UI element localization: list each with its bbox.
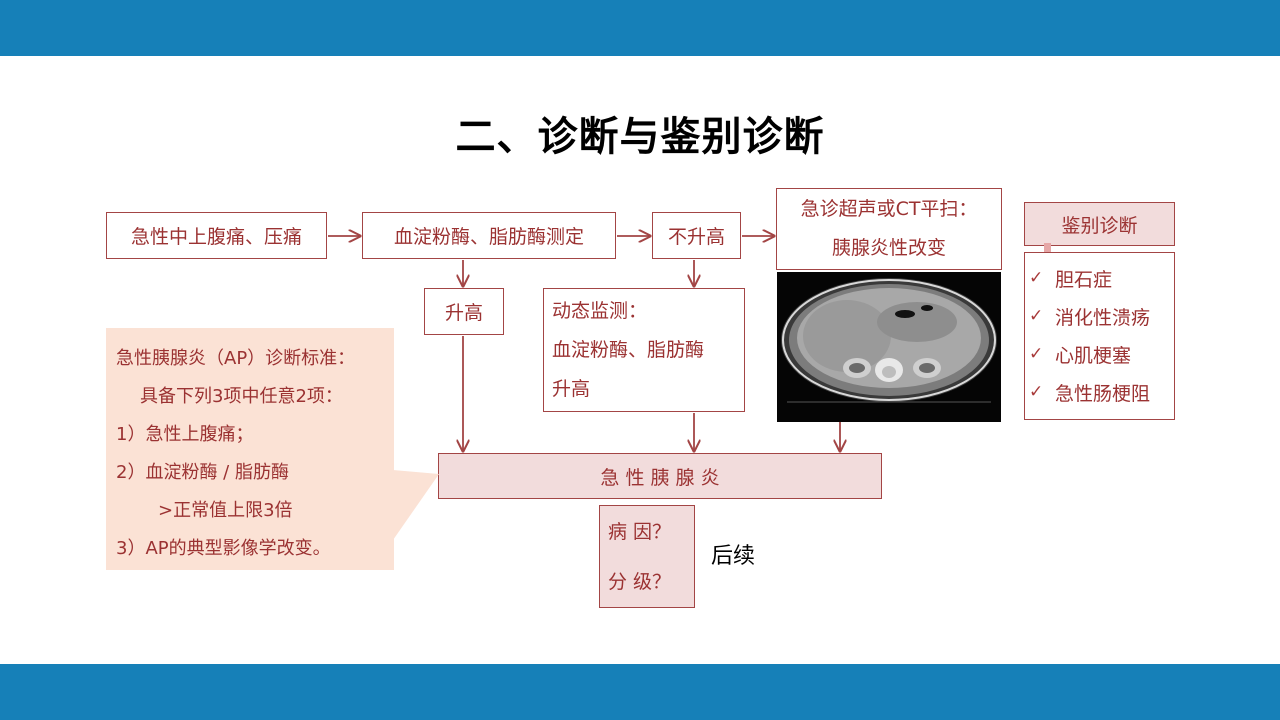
ct-scan-drawing xyxy=(777,272,1001,422)
criteria-item2a: 2）血淀粉酶 / 脂肪酶 xyxy=(116,462,289,483)
followup-label: 后续 xyxy=(711,544,756,569)
slide-title: 二、诊断与鉴别诊断 xyxy=(455,114,825,160)
list-item: ✓ 急性肠梗阻 xyxy=(1029,373,1174,411)
criteria-item3: 3）AP的典型影像学改变。 xyxy=(116,538,331,559)
elevated-label: 升高 xyxy=(444,302,483,324)
check-icon: ✓ xyxy=(1029,382,1044,402)
differential-item-label: 心肌梗塞 xyxy=(1055,344,1132,367)
list-item: ✓ 心肌梗塞 xyxy=(1029,335,1174,373)
callout-tail xyxy=(393,470,439,540)
imaging-line1: 急诊超声或CT平扫： xyxy=(800,198,978,220)
differential-item-label: 胆石症 xyxy=(1055,268,1113,291)
symptom-label: 急性中上腹痛、压痛 xyxy=(130,226,302,248)
enzyme-test-label: 血淀粉酶、脂肪酶测定 xyxy=(393,226,584,248)
check-icon: ✓ xyxy=(1029,344,1044,364)
cause-grade-box: 病 因？ 分 级？ xyxy=(599,505,695,608)
differential-list: ✓ 胆石症 ✓ 消化性溃疡 ✓ 心肌梗塞 ✓ 急性肠梗阻 xyxy=(1024,252,1175,420)
cause-label: 病 因？ xyxy=(608,520,672,543)
criteria-subheading: 具备下列3项中任意2项： xyxy=(140,386,343,407)
monitor-line2: 血淀粉酶、脂肪酶 xyxy=(552,338,705,361)
monitor-line3: 升高 xyxy=(552,377,591,400)
check-icon: ✓ xyxy=(1029,306,1044,326)
diagnosis-label: 急 性 胰 腺 炎 xyxy=(600,466,720,489)
top-banner xyxy=(0,0,1280,56)
bottom-banner xyxy=(0,664,1280,720)
imaging-line2: 胰腺炎性改变 xyxy=(831,237,946,259)
differential-item-label: 急性肠梗阻 xyxy=(1055,382,1151,405)
list-item: ✓ 消化性溃疡 xyxy=(1029,297,1174,335)
differential-item-label: 消化性溃疡 xyxy=(1055,306,1151,329)
not-elevated-box: 不升高 xyxy=(652,212,741,259)
list-item: ✓ 胆石症 xyxy=(1029,259,1174,297)
differential-connector xyxy=(1044,243,1051,255)
differential-header-label: 鉴别诊断 xyxy=(1061,214,1138,237)
not-elevated-label: 不升高 xyxy=(667,226,725,248)
monitor-box: 动态监测： 血淀粉酶、脂肪酶 升高 xyxy=(543,288,745,412)
imaging-box: 急诊超声或CT平扫： 胰腺炎性改变 xyxy=(776,188,1002,270)
diagnosis-box: 急 性 胰 腺 炎 xyxy=(438,453,882,499)
symptom-box: 急性中上腹痛、压痛 xyxy=(106,212,327,259)
elevated-box: 升高 xyxy=(424,288,504,335)
criteria-item2b: >正常值上限3倍 xyxy=(158,500,293,521)
check-icon: ✓ xyxy=(1029,268,1044,288)
enzyme-test-box: 血淀粉酶、脂肪酶测定 xyxy=(362,212,616,259)
criteria-heading: 急性胰腺炎（AP）诊断标准： xyxy=(116,348,356,369)
grade-label: 分 级？ xyxy=(608,570,672,593)
differential-header: 鉴别诊断 xyxy=(1024,202,1175,246)
criteria-item1: 1）急性上腹痛； xyxy=(116,424,254,445)
criteria-callout: 急性胰腺炎（AP）诊断标准： 具备下列3项中任意2项： 1）急性上腹痛； 2）血… xyxy=(106,328,394,570)
monitor-line1: 动态监测： xyxy=(552,299,648,322)
ct-scan-image xyxy=(777,272,1001,422)
